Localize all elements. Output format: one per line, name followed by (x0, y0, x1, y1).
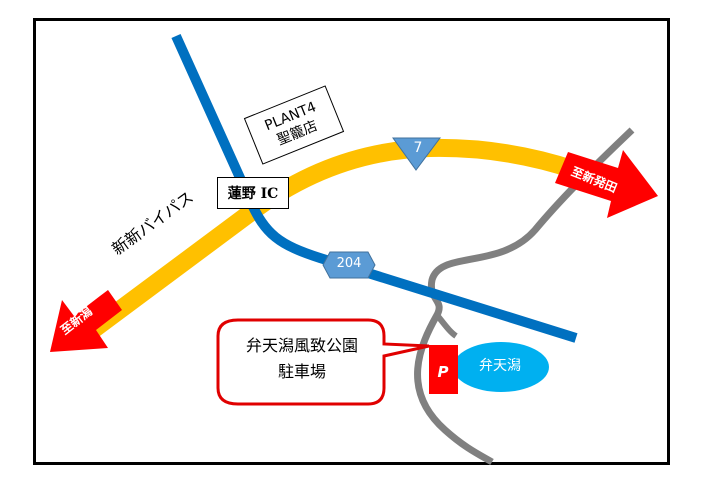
parking-callout[interactable] (216, 318, 430, 406)
route-204-shield (322, 251, 376, 279)
arrow-to-shibata (555, 150, 658, 218)
arrow-to-niigata (50, 290, 122, 352)
callout-text: 弁天潟風致公園 駐車場 (222, 333, 382, 385)
callout-line-1: 弁天潟風致公園 (245, 336, 358, 355)
pond (453, 342, 549, 392)
parking-icon (429, 345, 458, 394)
interchange-label[interactable]: 蓮野 IC (217, 177, 289, 209)
pond-label: 弁天潟 (479, 358, 521, 374)
route-7-number: 7 (413, 140, 423, 156)
parking-letter[interactable]: P (437, 363, 449, 381)
callout-line-2: 駐車場 (277, 362, 326, 381)
route-7-shield (392, 137, 441, 171)
route-204-number: 204 (336, 256, 362, 271)
local-road-branch (434, 313, 458, 339)
